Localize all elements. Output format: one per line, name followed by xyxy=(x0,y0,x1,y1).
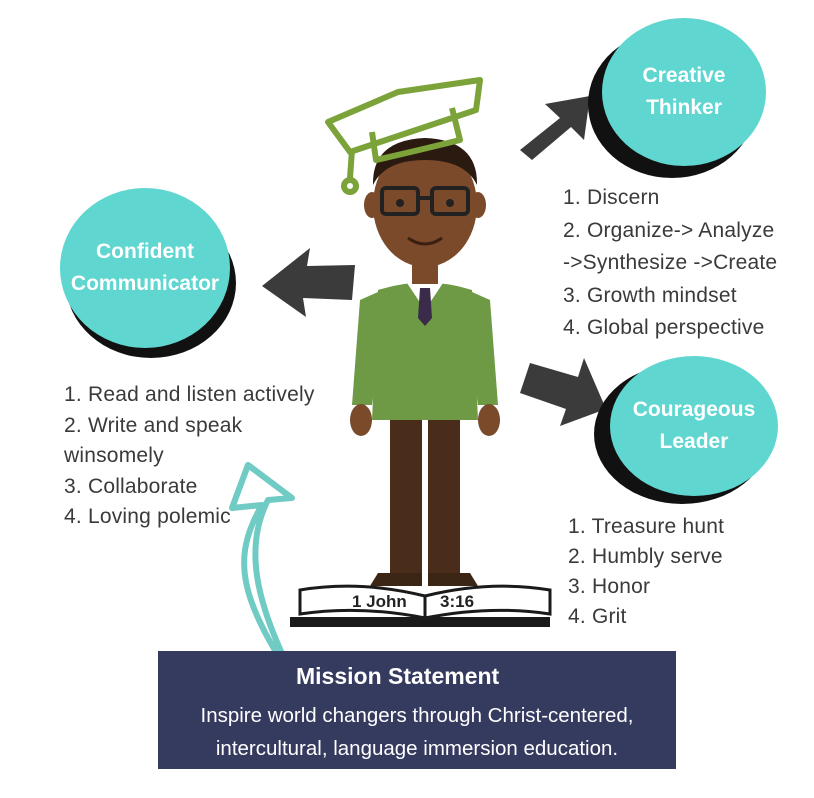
confident-communicator-list: 1. Read and listen actively 2. Write and… xyxy=(64,380,315,533)
mission-statement-box: Mission Statement Inspire world changers… xyxy=(158,651,676,769)
mission-statement-text: Inspire world changers through Christ-ce… xyxy=(158,699,676,765)
mission-line-2: intercultural, language immersion educat… xyxy=(158,732,676,765)
list-item: 3. Collaborate xyxy=(64,472,315,503)
courageous-leader-title: Courageous Leader xyxy=(633,394,756,458)
list-item: 3. Growth mindset xyxy=(563,280,777,313)
list-item: 1. Treasure hunt xyxy=(568,512,724,542)
confident-communicator-title: Confident Communicator xyxy=(71,236,219,300)
open-book xyxy=(290,586,550,627)
list-item: 2. Humbly serve xyxy=(568,542,724,572)
courageous-leader-node: Courageous Leader xyxy=(594,356,794,506)
arrow-up-right xyxy=(520,96,590,160)
bible-book-label: 1 John xyxy=(352,592,407,612)
list-item: 4. Loving polemic xyxy=(64,502,315,533)
list-item: 4. Global perspective xyxy=(563,312,777,345)
list-item: 2. Write and speak xyxy=(64,411,315,442)
list-item: 4. Grit xyxy=(568,602,724,632)
creative-thinker-list: 1. Discern 2. Organize-> Analyze ->Synth… xyxy=(563,182,777,345)
mission-line-1: Inspire world changers through Christ-ce… xyxy=(158,699,676,732)
mission-statement-title: Mission Statement xyxy=(296,663,499,690)
creative-thinker-node: Creative Thinker xyxy=(588,18,778,178)
creative-thinker-title: Creative Thinker xyxy=(643,60,726,124)
arrow-left xyxy=(262,248,355,317)
list-item: winsomely xyxy=(64,441,315,472)
courageous-leader-list: 1. Treasure hunt 2. Humbly serve 3. Hono… xyxy=(568,512,724,632)
list-item: 1. Discern xyxy=(563,182,777,215)
bible-verse-label: 3:16 xyxy=(440,592,474,612)
list-item: ->Synthesize ->Create xyxy=(563,247,777,280)
list-item: 3. Honor xyxy=(568,572,724,602)
confident-communicator-node: Confident Communicator xyxy=(54,188,254,363)
list-item: 1. Read and listen actively xyxy=(64,380,315,411)
list-item: 2. Organize-> Analyze xyxy=(563,215,777,248)
